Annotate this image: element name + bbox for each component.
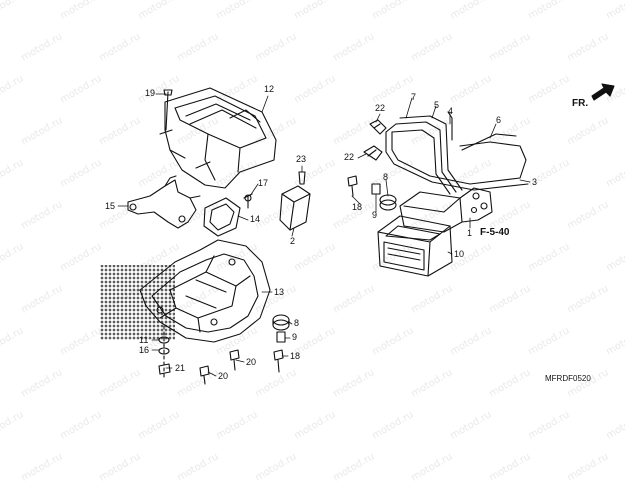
bolt-part-18-right — [347, 175, 358, 197]
front-arrow-icon — [591, 83, 615, 101]
clip-part-22 — [363, 119, 387, 161]
callout-12: 12 — [264, 84, 275, 94]
callout-15: 15 — [105, 201, 116, 211]
callout-19: 19 — [145, 88, 156, 98]
tray-part-13 — [139, 239, 271, 343]
callout-11: 11 — [139, 335, 149, 345]
callout-5: 5 — [434, 100, 440, 110]
callout-22a: 22 — [375, 103, 386, 113]
collar-part-9 — [276, 331, 286, 343]
callout-23: 23 — [296, 154, 307, 164]
grommet-part-8 — [272, 314, 290, 331]
diagram-code: MFRDF0520 — [545, 374, 591, 383]
block-part-2 — [279, 185, 311, 231]
callout-7: 7 — [411, 92, 417, 102]
callout-6: 6 — [496, 115, 502, 125]
callout-17: 17 — [258, 178, 269, 188]
callout-8b: 8 — [383, 172, 389, 182]
callout-14: 14 — [250, 214, 261, 224]
bolt-part-20 — [199, 349, 240, 385]
grommet-part-8-right — [379, 194, 397, 211]
callout-8: 8 — [294, 318, 300, 328]
bracket-part-15 — [127, 175, 201, 229]
bolt-part-18 — [273, 349, 284, 373]
callout-2: 2 — [290, 236, 296, 246]
reference-label: F-5-40 — [480, 227, 510, 238]
callout-22b: 22 — [344, 152, 355, 162]
callout-20a: 20 — [246, 357, 257, 367]
callout-9b: 9 — [372, 210, 378, 220]
diagram-artwork — [100, 83, 615, 385]
callout-9: 9 — [292, 332, 298, 342]
cover-part-12 — [164, 87, 277, 189]
callout-18a: 18 — [290, 351, 301, 361]
callout-3: 3 — [532, 177, 538, 187]
gasket-part-14 — [203, 197, 241, 237]
callout-4: 4 — [448, 106, 454, 116]
front-label: FR. — [572, 98, 589, 109]
abs-unit-part-10 — [377, 215, 453, 277]
clip-part-23 — [298, 171, 306, 185]
callout-20b: 20 — [218, 371, 229, 381]
brake-pipes — [385, 111, 529, 195]
callout-10: 10 — [454, 249, 465, 259]
bolt-part-17 — [243, 193, 253, 209]
bolt-part-19 — [159, 89, 173, 135]
callout-21: 21 — [175, 363, 186, 373]
callout-18b: 18 — [352, 202, 363, 212]
callout-1: 1 — [467, 228, 473, 238]
callout-13: 13 — [274, 287, 285, 297]
callout-16: 16 — [139, 345, 150, 355]
collar-part-9-right — [371, 183, 381, 195]
tray-shadow — [100, 265, 175, 340]
leader-lines — [117, 93, 531, 377]
